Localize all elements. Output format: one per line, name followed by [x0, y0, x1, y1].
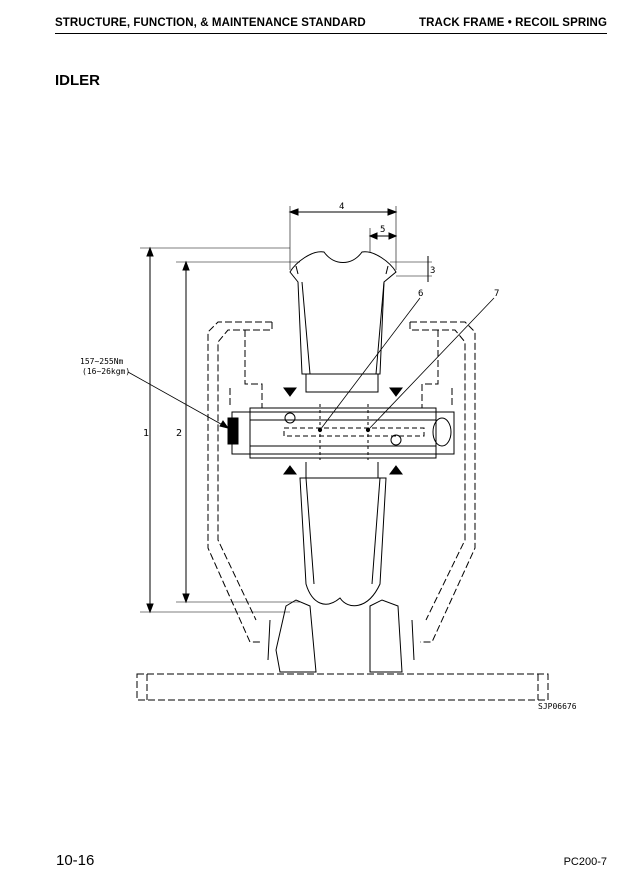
track-links — [267, 599, 415, 673]
callout-7-leader: 7 — [365, 289, 499, 433]
callout-3: 3 — [430, 266, 435, 276]
callout-5: 5 — [380, 225, 385, 235]
dimension-1: 1 — [140, 246, 290, 614]
callout-1: 1 — [143, 428, 149, 439]
torque-value-kgm: (16~26kgm) — [82, 367, 130, 376]
callout-6-leader: 6 — [317, 289, 423, 433]
idler-shaft-assembly — [227, 387, 455, 475]
track-shoe-outline — [136, 673, 549, 701]
dimension-3: 3 — [390, 256, 435, 282]
callout-2: 2 — [176, 428, 182, 439]
header-section-title: STRUCTURE, FUNCTION, & MAINTENANCE STAND… — [55, 17, 366, 29]
dimension-4: 4 — [288, 202, 398, 270]
drawing-code: SJP06676 — [538, 702, 577, 711]
idler-wheel — [289, 251, 397, 607]
track-frame-left — [207, 321, 273, 643]
callout-6: 6 — [418, 289, 423, 299]
dimension-5: 5 — [368, 225, 398, 252]
torque-value: 157~255Nm — [80, 357, 124, 366]
page-title: IDLER — [55, 72, 100, 89]
callout-7: 7 — [494, 289, 499, 299]
page-number: 10-16 — [56, 852, 95, 869]
machine-model: PC200-7 — [563, 856, 607, 868]
header-rule — [55, 33, 607, 34]
dimension-2: 2 — [176, 260, 300, 604]
callout-4: 4 — [339, 202, 344, 212]
torque-annotation: 157~255Nm (16~26kgm) — [80, 357, 230, 429]
track-frame-right — [409, 321, 476, 643]
header-chapter-title: TRACK FRAME • RECOIL SPRING — [419, 17, 607, 29]
